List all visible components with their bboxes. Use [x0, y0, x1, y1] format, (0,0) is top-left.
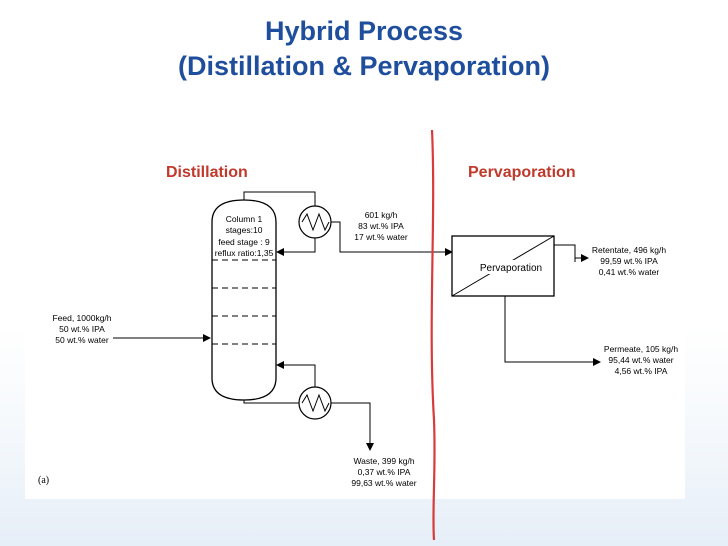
distillate-ipa: 83 wt.% IPA [358, 221, 404, 231]
condenser-icon [298, 205, 332, 239]
waste-flow: Waste, 399 kg/h [353, 456, 414, 466]
permeate-stream-label: Permeate, 105 kg/h 95,44 wt.% water 4,56… [604, 344, 678, 376]
title-line-1: Hybrid Process [264, 16, 464, 46]
distillate-flow: 601 kg/h [365, 210, 398, 220]
waste-stream-label: Waste, 399 kg/h 0,37 wt.% IPA 99,63 wt.%… [351, 456, 416, 488]
column-line-2: stages:10 [226, 225, 263, 235]
distillation-column: Column 1 stages:10 feed stage : 9 reflux… [211, 199, 277, 401]
permeate-ipa: 4,56 wt.% IPA [615, 366, 668, 376]
permeate-water: 95,44 wt.% water [608, 355, 673, 365]
column-line-3: feed stage : 9 [218, 237, 270, 247]
permeate-line [504, 296, 590, 363]
reboiler-icon [298, 386, 332, 420]
process-diagram-panel [25, 181, 685, 499]
overhead-vapor-line [243, 191, 316, 206]
boilup-line [285, 364, 316, 387]
distillate-water: 17 wt.% water [354, 232, 408, 242]
retentate-stream-label: Retentate, 496 kg/h 99,59 wt.% IPA 0,41 … [592, 245, 666, 277]
retentate-line [554, 244, 576, 262]
retentate-ipa: 99,59 wt.% IPA [600, 256, 658, 266]
distillation-label: Distillation [166, 164, 248, 181]
distillate-line [331, 221, 445, 253]
waste-ipa: 0,37 wt.% IPA [358, 467, 411, 477]
waste-line [331, 402, 371, 440]
feed-ipa: 50 wt.% IPA [59, 324, 105, 334]
bottoms-line [243, 400, 299, 404]
waste-water: 99,63 wt.% water [351, 478, 416, 488]
feed-stream-label: Feed, 1000kg/h 50 wt.% IPA 50 wt.% water [52, 313, 111, 345]
reflux-line [285, 238, 316, 253]
feed-water: 50 wt.% water [55, 335, 109, 345]
panel-tag: (a) [38, 475, 49, 486]
column-line-1: Column 1 [226, 214, 263, 224]
pervaporation-unit: Pervaporation [451, 235, 555, 297]
feed-flow: Feed, 1000kg/h [52, 313, 111, 323]
section-divider-line [430, 129, 436, 541]
pervaporation-unit-label: Pervaporation [480, 263, 542, 274]
retentate-flow: Retentate, 496 kg/h [592, 245, 666, 255]
retentate-water: 0,41 wt.% water [599, 267, 660, 277]
pervaporation-label: Pervaporation [468, 164, 576, 181]
column-line-4: reflux ratio:1,35 [215, 248, 274, 258]
title-line-2: (Distillation & Pervaporation) [177, 51, 551, 81]
permeate-flow: Permeate, 105 kg/h [604, 344, 678, 354]
distillate-stream-label: 601 kg/h 83 wt.% IPA 17 wt.% water [354, 210, 408, 242]
